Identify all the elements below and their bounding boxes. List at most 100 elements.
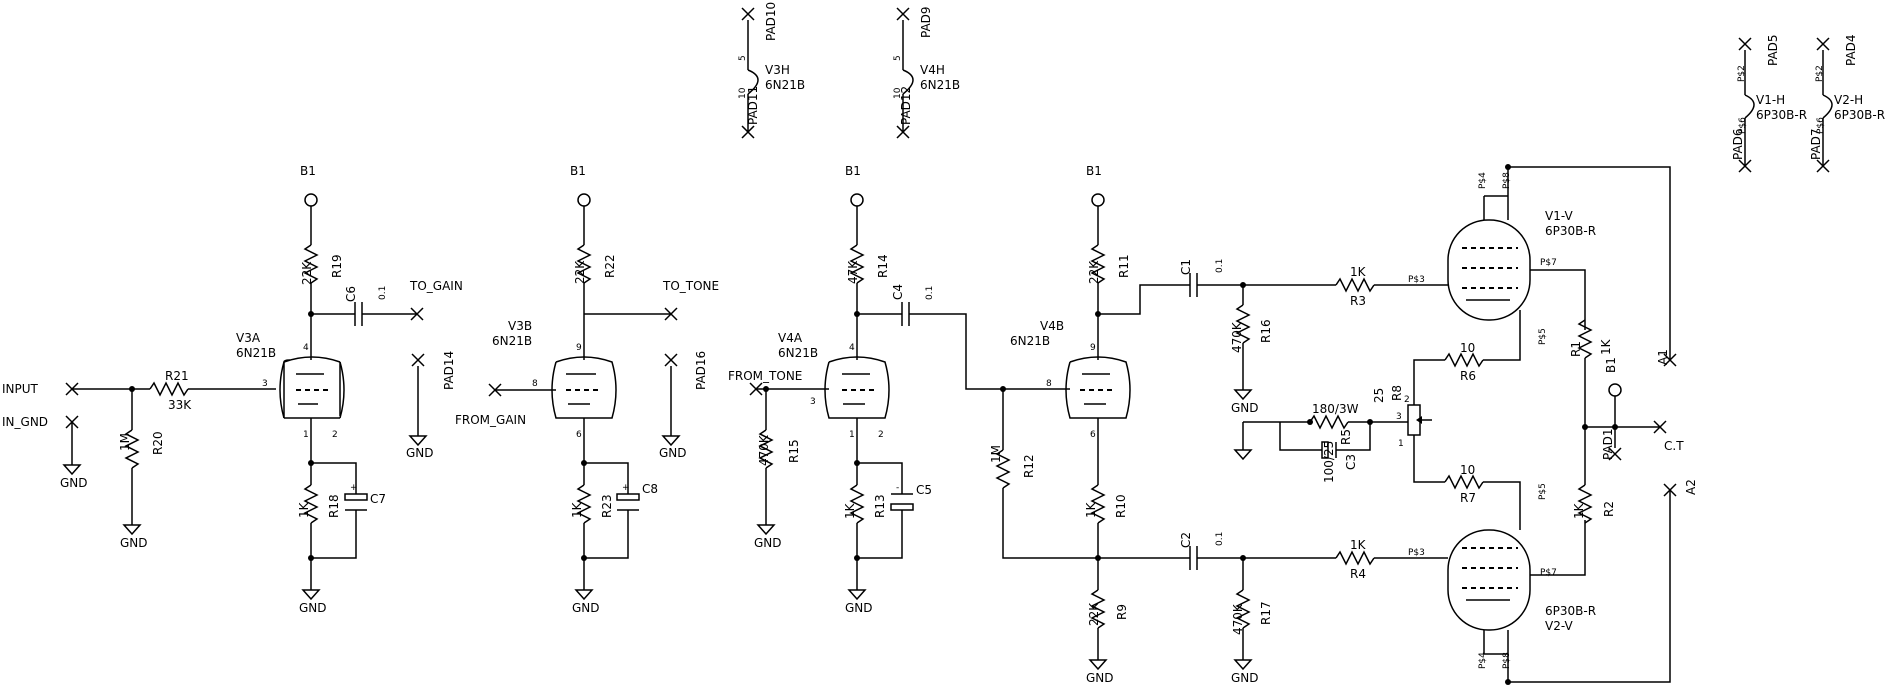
resistor-r7[interactable]: 10 R7	[1444, 463, 1484, 505]
svg-text:8: 8	[532, 379, 538, 389]
heater-v1h[interactable]: PAD5 P$2 P$6 PAD6 V1-H 6P30B-R	[1731, 34, 1807, 173]
resistor-r5[interactable]: 180/3W R5	[1309, 402, 1359, 445]
from-gain-terminal[interactable]: FROM_GAIN	[455, 383, 526, 427]
resistor-r11[interactable]: 22K R11	[1087, 244, 1131, 284]
a1-terminal[interactable]: A1	[1656, 349, 1677, 367]
svg-text:6N21B: 6N21B	[492, 334, 532, 348]
svg-text:R15: R15	[787, 439, 801, 463]
tube-v3b[interactable]: 9 6 8	[532, 343, 617, 440]
resistor-r17[interactable]: 470K R17	[1231, 589, 1273, 635]
resistor-r4[interactable]: 1K R4	[1335, 538, 1375, 581]
pad14-terminal[interactable]: PAD14	[411, 351, 456, 390]
gnd-symbol: GND	[572, 589, 600, 615]
capacitor-c2[interactable]: C2 0.1	[1179, 532, 1225, 570]
capacitor-c6[interactable]: C6 0.1	[344, 286, 388, 326]
resistor-r6[interactable]: 10 R6	[1444, 341, 1484, 383]
resistor-r18[interactable]: 1K R18	[297, 484, 341, 524]
svg-text:V4B: V4B	[1040, 319, 1064, 333]
svg-text:B1: B1	[300, 164, 316, 178]
svg-text:B1: B1	[570, 164, 586, 178]
tube-v4b[interactable]: 9 6 8	[1046, 343, 1131, 440]
resistor-r9[interactable]: 22K R9	[1087, 589, 1129, 629]
resistor-r3[interactable]: 1K R3	[1335, 265, 1375, 308]
heater-v2h[interactable]: PAD4 P$2 P$6 PAD7 V2-H 6P30B-R	[1809, 34, 1885, 173]
svg-text:1: 1	[1398, 439, 1404, 449]
pad16-terminal[interactable]: PAD16	[664, 351, 708, 390]
capacitor-c7[interactable]: + C7	[344, 483, 386, 511]
resistor-r14[interactable]: 47K R14	[846, 244, 890, 284]
gnd-symbol: GND	[1231, 389, 1259, 415]
a2-terminal[interactable]: A2	[1663, 479, 1698, 497]
capacitor-c3[interactable]: C3 100/25	[1321, 441, 1358, 483]
svg-text:1K: 1K	[1350, 538, 1367, 552]
svg-text:22K: 22K	[1087, 602, 1101, 626]
tube-v1v[interactable]: P$4 P$8 P$7 V1-V 6P30B-R	[1447, 172, 1596, 321]
svg-text:R1: R1	[1569, 341, 1583, 357]
svg-text:6N21B: 6N21B	[920, 78, 960, 92]
svg-text:470K: 470K	[1230, 321, 1244, 353]
svg-text:GND: GND	[659, 446, 687, 460]
to-tone-terminal[interactable]: TO_TONE	[662, 279, 719, 321]
svg-text:PAD11: PAD11	[746, 86, 760, 125]
resistor-r1[interactable]: R1 1K	[1569, 319, 1613, 359]
svg-text:1M: 1M	[118, 433, 132, 451]
resistor-r13[interactable]: 1K R13	[843, 484, 887, 524]
in-gnd-terminal[interactable]: IN_GND	[2, 415, 79, 429]
resistor-r2[interactable]: 1K R2	[1572, 484, 1616, 524]
svg-text:10: 10	[1460, 463, 1475, 477]
pad1-terminal[interactable]: PAD1	[1601, 428, 1622, 461]
capacitor-c8[interactable]: + C8	[616, 482, 658, 511]
tube-v2v[interactable]: P$4 P$8 P$7 6P30B-R V2-V	[1447, 529, 1596, 669]
svg-text:R8: R8	[1390, 385, 1404, 401]
svg-text:R19: R19	[330, 254, 344, 278]
svg-text:PAD10: PAD10	[764, 2, 778, 41]
input-stage: INPUT IN_GND GND R21 33K 1M R20 GND 3 B1…	[2, 164, 463, 615]
svg-text:V2-H: V2-H	[1834, 93, 1863, 107]
gnd-symbol: GND	[1086, 659, 1114, 685]
svg-text:6: 6	[576, 430, 582, 440]
svg-text:R9: R9	[1115, 604, 1129, 620]
input-terminal[interactable]: INPUT	[2, 382, 79, 396]
svg-text:22K: 22K	[573, 260, 587, 284]
resistor-r21[interactable]: R21 33K	[149, 369, 192, 412]
resistor-r20[interactable]: 1M R20	[118, 429, 165, 469]
svg-text:GND: GND	[1086, 671, 1114, 685]
svg-text:C1: C1	[1179, 259, 1193, 275]
gnd-symbol: GND	[406, 435, 434, 460]
resistor-r23[interactable]: 1K R23	[570, 484, 614, 524]
svg-text:PAD6: PAD6	[1731, 128, 1745, 160]
svg-text:0.1: 0.1	[925, 286, 935, 300]
resistor-r12[interactable]: 1M R12	[989, 445, 1036, 489]
resistor-r10[interactable]: 1K R10	[1084, 484, 1128, 524]
tube-v3a[interactable]: 4 1 2 V3A 6N21B	[236, 331, 345, 440]
tube-v4a[interactable]: 4 1 2 3	[810, 343, 890, 440]
svg-text:R4: R4	[1350, 567, 1366, 581]
capacitor-c1[interactable]: C1 0.1	[1179, 259, 1225, 297]
svg-text:GND: GND	[1231, 671, 1259, 685]
v3b-stage: B1 22K R22 TO_TONE V3B 6N21B 9 6 8 FROM_…	[455, 164, 719, 615]
capacitor-c5[interactable]: - C5	[890, 483, 932, 511]
ct-terminal[interactable]: C.T	[1653, 420, 1684, 453]
resistor-r22[interactable]: 22K R22	[573, 244, 617, 284]
resistor-r19[interactable]: 22K R19	[300, 244, 344, 285]
svg-text:R2: R2	[1602, 501, 1616, 517]
resistor-r16[interactable]: 470K R16	[1230, 304, 1273, 353]
svg-text:6P30B-R: 6P30B-R	[1756, 108, 1807, 122]
heater-v3h[interactable]: PAD10 5 10 PAD11 V3H 6N21B	[738, 2, 805, 139]
svg-text:0.1: 0.1	[1215, 259, 1225, 273]
svg-text:10: 10	[738, 87, 748, 99]
svg-text:P$5: P$5	[1538, 328, 1548, 345]
heater-v4h[interactable]: PAD9 5 10 PAD12 V4H 6N21B	[893, 6, 960, 139]
svg-text:PAD7: PAD7	[1809, 128, 1823, 160]
svg-text:V4A: V4A	[778, 331, 803, 345]
svg-text:1K: 1K	[1599, 338, 1613, 355]
svg-text:C.T: C.T	[1664, 439, 1684, 453]
svg-text:1K: 1K	[1572, 502, 1586, 519]
potentiometer-r8[interactable]: 3 2 1 25 R8	[1372, 385, 1432, 449]
resistor-r15[interactable]: 470K R15	[757, 429, 801, 469]
capacitor-c4[interactable]: C4 0.1	[891, 284, 935, 326]
b1-output-tap[interactable]: B1	[1604, 357, 1622, 427]
svg-text:0.1: 0.1	[1215, 532, 1225, 546]
to-gain-terminal[interactable]: TO_GAIN	[409, 279, 463, 321]
